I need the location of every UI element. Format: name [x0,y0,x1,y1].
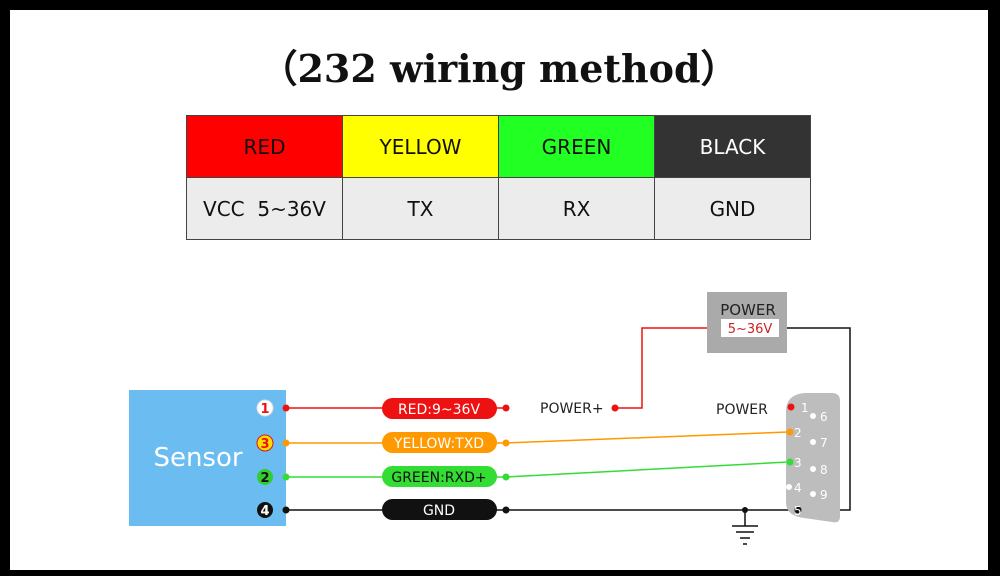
yellow-wire-pill [382,432,497,453]
db9-pin-7-dot [810,439,816,445]
color-cell-yellow: YELLOW [342,115,499,178]
gnd-wire-pill [382,499,497,520]
green-wire-pill [382,466,497,487]
db9-connector [786,393,840,523]
db9-pin-1-dot [787,403,795,411]
power-box-range: 5~36V [728,322,773,337]
pin-number-4: 4 [260,504,269,519]
red-wire-pill [382,398,497,419]
pin-badge-2 [257,469,273,485]
pin-badge-4 [257,502,273,518]
red-wire-dot [502,404,510,412]
pin-number-2: 2 [260,471,269,486]
function-cell-vcc: VCC 5~36V [186,177,343,240]
db9-pin-3: 3 [794,456,802,470]
db9-pin-8: 8 [820,463,828,477]
db9-pin-6: 6 [820,410,828,424]
db9-pin-3-dot [786,458,794,466]
color-cell-green: GREEN [498,115,655,178]
pin-number-3: 3 [260,437,269,452]
power-plus-wire [615,327,710,409]
diagram-canvas: （232 wiring method） RED YELLOW GREEN BLA… [10,10,988,570]
db9-pin-9: 9 [820,488,828,502]
db9-pin-5-dot [794,506,802,514]
green-wire-run [505,461,789,478]
db9-pin-6-dot [810,413,816,419]
db9-pin-8-dot [810,466,816,472]
wiring-diagram: Sensor 1 3 2 4 RED:9~36V POWER+ POWER 5~… [129,292,851,545]
power-box-title: POWER [720,301,776,319]
connector-power-label: POWER [716,402,768,418]
sensor-label: Sensor [153,443,242,473]
green-wire-label: GREEN:RXD+ [391,470,486,486]
function-cell-gnd: GND [654,177,811,240]
db9-pin-7: 7 [820,436,828,450]
power-plus-dot [611,404,619,412]
db9-pin-2: 2 [794,426,802,440]
db9-pin-1: 1 [801,401,809,415]
green-wire-dot [282,473,290,481]
yellow-wire-run [505,431,789,444]
pin-badge-3 [256,434,274,452]
pin-badge-1 [256,399,274,417]
function-row: VCC 5~36V TX RX GND [186,177,811,240]
pin-number-1: 1 [260,402,269,417]
red-wire-dot [282,404,290,412]
color-cell-red: RED [186,115,343,178]
db9-pin-4: 4 [794,481,802,495]
wiring-color-table: RED YELLOW GREEN BLACK VCC 5~36V TX RX G… [186,115,811,240]
power-box-range-field [721,319,779,337]
color-row: RED YELLOW GREEN BLACK [186,115,811,178]
power-plus-label: POWER+ [540,401,604,417]
gnd-wire-dot [282,506,290,514]
gnd-wire-dot [502,506,510,514]
db9-pin-5: 5 [794,504,802,518]
red-wire-label: RED:9~36V [398,402,481,418]
db9-pin-9-dot [810,491,816,497]
yellow-wire-label: YELLOW:TXD [393,436,484,452]
db9-pin-2-dot [786,428,794,436]
db9-pin-4-dot [786,484,792,490]
page-title: （232 wiring method） [259,46,739,91]
function-cell-rx: RX [498,177,655,240]
gnd-wire-label: GND [423,503,455,519]
function-cell-tx: TX [342,177,499,240]
yellow-wire-dot [282,439,290,447]
ground-icon [732,525,758,545]
